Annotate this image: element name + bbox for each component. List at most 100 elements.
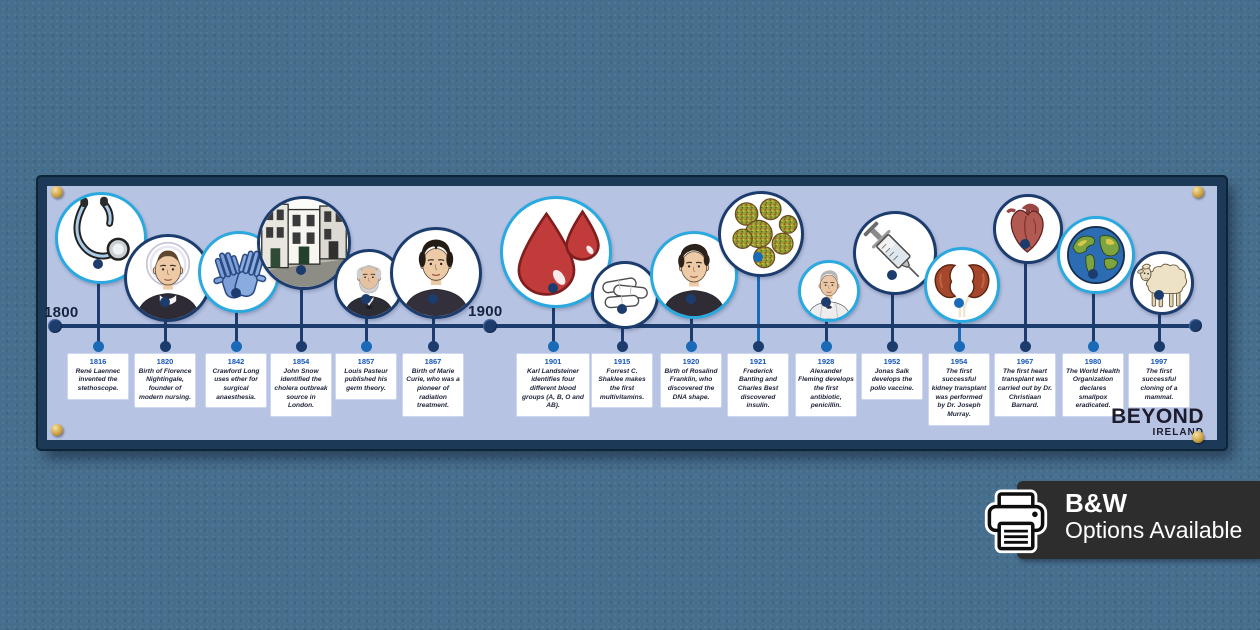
era-label-1900: 1900	[468, 303, 503, 320]
event-year: 1928	[817, 357, 835, 366]
event-year: 1842	[227, 357, 245, 366]
event-circle	[718, 191, 804, 277]
event-year: 1921	[749, 357, 767, 366]
globe-icon	[1060, 219, 1132, 291]
event-circle	[55, 192, 147, 284]
event-description: The World Health Organization declares s…	[1065, 367, 1121, 410]
brand-name: BEYOND	[1111, 405, 1204, 428]
connector-dot-bottom	[92, 341, 104, 352]
event-circle	[993, 194, 1063, 264]
blood-drops-icon	[503, 199, 609, 305]
connector-dot-bottom	[295, 341, 307, 352]
connector-dot-top	[428, 294, 438, 304]
event-circle	[1057, 216, 1135, 294]
event-year: 1952	[883, 357, 901, 366]
event-description: Birth of Rosalind Franklin, who discover…	[664, 367, 718, 401]
connector-dot-top	[1154, 290, 1164, 300]
connector-dot-top	[617, 304, 627, 314]
event-description: Crawford Long uses ether for surgical an…	[212, 367, 260, 401]
brand-logo: BEYOND IRELAND	[1098, 406, 1204, 439]
timeline-end-dot	[1189, 319, 1202, 332]
connector-dot-bottom	[752, 341, 764, 352]
event-circle	[798, 260, 860, 322]
event-description: Forrest C. Shaklee makes the first multi…	[598, 367, 646, 401]
pills-icon	[594, 264, 656, 326]
event-description: Birth of Florence Nightingale, founder o…	[138, 367, 192, 401]
event-year: 1857	[357, 357, 375, 366]
connector-dot-bottom	[1153, 341, 1165, 352]
connector-line	[890, 250, 894, 347]
connector-dot-top	[361, 294, 371, 304]
connector-dot-top	[753, 252, 763, 262]
event-year: 1901	[544, 357, 562, 366]
event-description: The first successful cloning of a mammal…	[1140, 367, 1178, 401]
brand-region: IRELAND	[1152, 427, 1204, 438]
nightingale-portrait	[127, 237, 209, 319]
timeline-mid-dot	[483, 319, 497, 333]
timeline-start-dot	[48, 319, 62, 333]
connector-dot-bottom	[427, 341, 439, 352]
event-description: The first successful kidney transplant w…	[931, 367, 987, 419]
kidneys-icon	[927, 250, 997, 320]
corner-pin	[51, 424, 63, 436]
corner-pin	[1192, 431, 1204, 443]
corner-pin	[51, 186, 63, 198]
connector-dot-top	[954, 298, 964, 308]
penicillin-icon	[721, 194, 801, 274]
connector-dot-top	[296, 265, 306, 275]
connector-dot-bottom	[820, 341, 832, 352]
badge-subtitle: Options Available	[1065, 517, 1243, 544]
connector-dot-bottom	[1019, 341, 1031, 352]
connector-dot-top	[160, 297, 170, 307]
event-year: 1920	[682, 357, 700, 366]
event-year: 1997	[1150, 357, 1168, 366]
era-label-1800: 1800	[44, 304, 79, 321]
connector-dot-bottom	[360, 341, 372, 352]
corner-pin	[1192, 186, 1204, 198]
sheep-icon	[1133, 254, 1191, 312]
connector-dot-top	[548, 283, 558, 293]
heart-icon	[996, 197, 1060, 261]
connector-dot-bottom	[953, 341, 965, 352]
connector-dot-bottom	[685, 341, 697, 352]
stethoscope-icon	[58, 195, 144, 281]
event-year: 1967	[1016, 357, 1034, 366]
connector-dot-bottom	[547, 341, 559, 352]
pasteur-portrait	[337, 252, 401, 316]
franklin-portrait	[653, 234, 735, 316]
event-description: René Laennec invented the stethoscope.	[75, 367, 121, 392]
connector-line	[756, 231, 760, 347]
syringe-icon	[856, 214, 934, 292]
connector-line	[96, 235, 100, 347]
connector-line	[299, 240, 303, 347]
connector-dot-top	[821, 297, 831, 307]
event-circle	[124, 234, 212, 322]
connector-dot-top	[1088, 269, 1098, 279]
curie-portrait	[393, 230, 479, 316]
event-year: 1954	[950, 357, 968, 366]
connector-dot-top	[887, 270, 897, 280]
event-circle	[1130, 251, 1194, 315]
event-year: 1816	[89, 357, 107, 366]
gloves-icon	[201, 234, 277, 310]
fleming-portrait	[801, 263, 857, 319]
connector-dot-bottom	[616, 341, 628, 352]
bw-options-badge: B&W Options Available	[984, 481, 1260, 559]
connector-dot-bottom	[886, 341, 898, 352]
event-year: 1820	[156, 357, 174, 366]
